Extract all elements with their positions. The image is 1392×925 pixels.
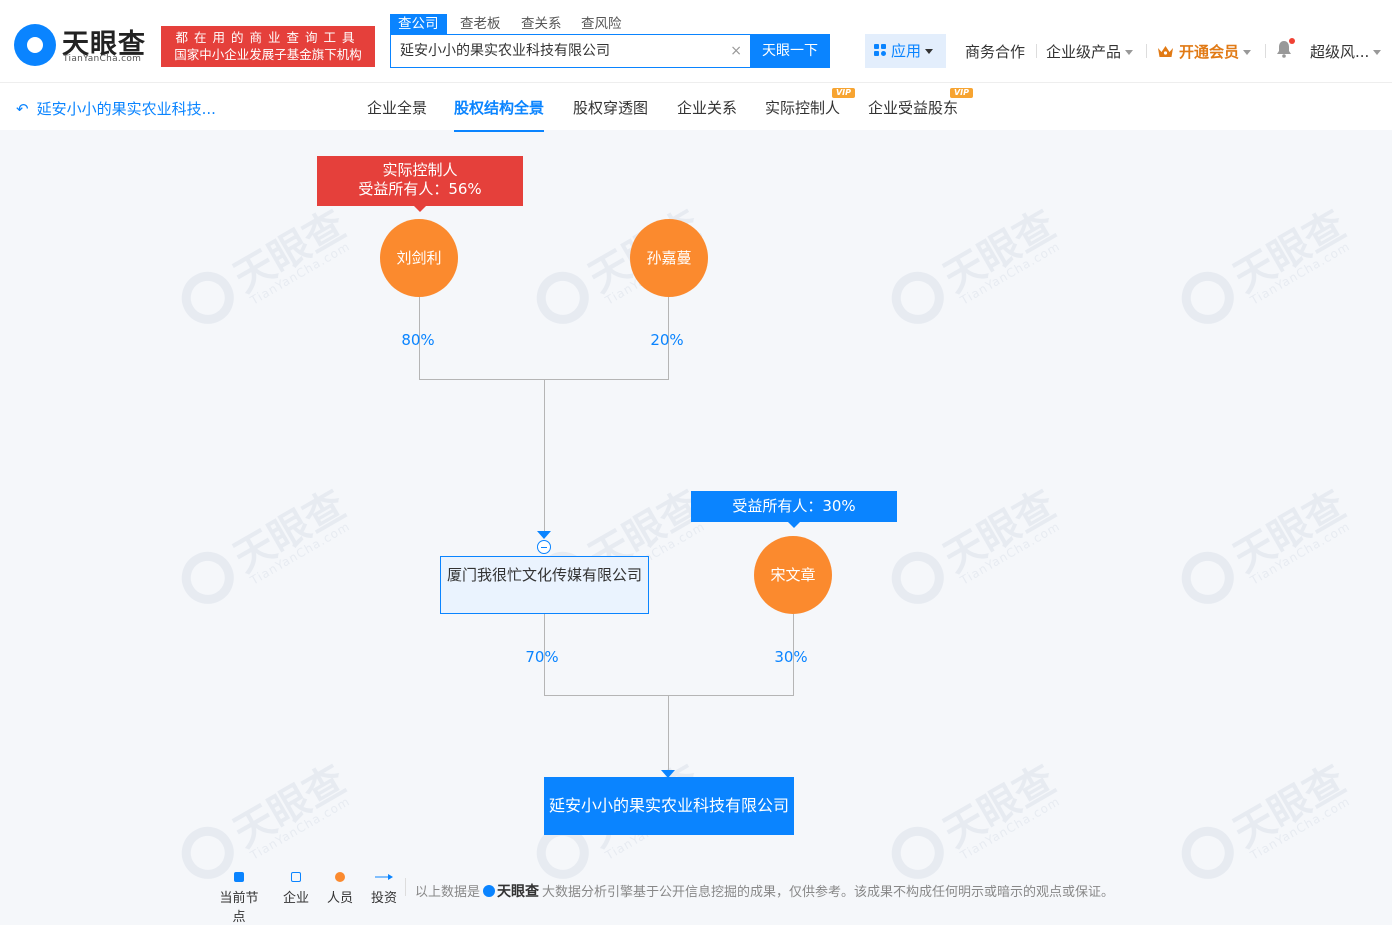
pct-xiamen: 70%: [525, 648, 559, 666]
controller-label: 实际控制人 受益所有人：56%: [317, 156, 523, 212]
crown-icon: [1158, 46, 1173, 57]
back-arrow-icon: ↶: [16, 100, 29, 118]
legend-investment: 投资: [359, 872, 409, 906]
disclaimer-logo-text: 天眼查: [497, 884, 540, 900]
edge-to-xiamen: [544, 379, 545, 531]
apps-menu-button[interactable]: 应用: [865, 34, 946, 68]
tab-equity-structure[interactable]: 股权结构全景: [454, 99, 545, 132]
slogan-line1: 都在用的商业查询工具: [175, 30, 361, 45]
notification-bell-icon[interactable]: [1276, 40, 1292, 58]
nav-enterprise-label: 企业级产品: [1046, 43, 1122, 61]
nav-divider: [1146, 44, 1147, 58]
slogan-line2: 国家中小企业发展子基金旗下机构: [174, 47, 362, 62]
legend-person: 人员: [315, 872, 365, 906]
nav-user-label: 超级风...: [1310, 43, 1370, 61]
nav-business[interactable]: 商务合作: [965, 43, 1026, 61]
arrow-to-xiamen: [537, 531, 551, 539]
nav-vip-label: 开通会员: [1179, 43, 1240, 61]
apps-grid-icon: [874, 44, 887, 57]
chevron-down-icon: [1373, 50, 1382, 55]
pct-song: 30%: [774, 648, 808, 666]
legend-current-label: 当前节点: [219, 891, 259, 925]
person-node-song[interactable]: 宋文章: [754, 536, 832, 614]
chevron-down-icon: [1243, 50, 1252, 55]
search-tab-boss[interactable]: 查老板: [460, 16, 501, 32]
disclaimer-logo: 天眼查: [483, 881, 539, 901]
legend-current-node: 当前节点: [214, 872, 264, 925]
edge-join-bottom: [544, 695, 794, 696]
pct-sun: 20%: [650, 331, 684, 349]
disclaimer-suffix: 大数据分析引擎基于公开信息挖掘的成果，仅供参考。该成果不构成任何明示或暗示的观点…: [542, 885, 1115, 900]
beneficial-owner-label: 受益所有人：30%: [691, 491, 897, 528]
back-label: 延安小小的果实农业科技...: [36, 100, 216, 118]
tab-overview[interactable]: 企业全景: [367, 99, 428, 117]
disclaimer-logo-icon: [483, 885, 496, 897]
nav-enterprise-products[interactable]: 企业级产品: [1046, 41, 1134, 62]
disclaimer: 以上数据是 天眼查大数据分析引擎基于公开信息挖掘的成果，仅供参考。该成果不构成任何…: [415, 881, 1114, 901]
search-button[interactable]: 天眼一下: [750, 34, 830, 68]
edge-song-down: [793, 614, 794, 696]
nav-divider: [1036, 44, 1037, 58]
pct-liu: 80%: [401, 331, 435, 349]
legend-current-swatch: [234, 872, 244, 882]
vip-badge: VIP: [949, 88, 974, 98]
legend-person-label: 人员: [326, 891, 353, 906]
person-node-sun[interactable]: 孙嘉蔓: [630, 219, 708, 297]
nav-user[interactable]: 超级风...: [1310, 41, 1382, 62]
controller-label-title: 实际控制人: [382, 161, 458, 179]
current-company-node[interactable]: 延安小小的果实农业科技有限公司: [544, 777, 794, 835]
tab-actual-controller-label: 实际控制人: [765, 99, 841, 117]
tab-beneficial-owners-label: 企业受益股东: [868, 99, 959, 117]
edge-liu: [419, 297, 420, 380]
notification-dot: [1289, 38, 1295, 44]
arrow-to-target: [661, 770, 675, 778]
chevron-down-icon: [1125, 50, 1134, 55]
legend-company-label: 企业: [282, 891, 309, 906]
legend-person-swatch: [335, 872, 345, 882]
search-tab-risk[interactable]: 查风险: [581, 16, 622, 32]
nav-divider: [1265, 44, 1266, 58]
site-logo[interactable]: 天眼查 TianYanCha.com: [14, 22, 154, 68]
controller-label-share: 受益所有人：56%: [358, 180, 482, 198]
apps-label: 应用: [891, 42, 922, 60]
logo-eye-icon: [14, 24, 56, 66]
collapse-toggle[interactable]: [537, 540, 551, 554]
legend-investment-label: 投资: [370, 891, 397, 906]
sub-navigation: ↶ 延安小小的果实农业科技... 企业全景 股权结构全景 股权穿透图 企业关系 实…: [0, 82, 1392, 132]
legend-company: 企业: [271, 872, 321, 906]
search-value: 延安小小的果实农业科技有限公司: [400, 43, 610, 59]
top-bar: 天眼查 TianYanCha.com 都在用的商业查询工具 国家中小企业发展子基…: [0, 0, 1392, 82]
search-input[interactable]: 延安小小的果实农业科技有限公司 ×: [390, 34, 751, 68]
edge-xiamen-down: [544, 613, 545, 696]
legend-company-swatch: [291, 872, 301, 882]
vip-badge: VIP: [831, 88, 856, 98]
clear-icon[interactable]: ×: [730, 43, 742, 59]
disclaimer-prefix: 以上数据是: [415, 885, 481, 900]
tab-enterprise-relations[interactable]: 企业关系: [677, 99, 738, 117]
logo-domain: TianYanCha.com: [63, 54, 142, 64]
edge-to-target: [668, 695, 669, 770]
logo-text: 天眼查: [62, 29, 146, 60]
tab-equity-penetration[interactable]: 股权穿透图: [573, 99, 649, 117]
person-node-liu[interactable]: 刘剑利: [380, 219, 458, 297]
legend-divider: [405, 878, 406, 896]
search-tab-company[interactable]: 查公司: [390, 14, 447, 34]
nav-vip[interactable]: 开通会员: [1157, 41, 1252, 62]
company-node-xiamen[interactable]: 厦门我很忙文化传媒有限公司: [440, 556, 649, 614]
legend-arrow-icon: [375, 874, 393, 880]
back-link[interactable]: ↶ 延安小小的果实农业科技...: [16, 98, 216, 119]
chevron-down-icon: [925, 49, 934, 54]
slogan-banner: 都在用的商业查询工具 国家中小企业发展子基金旗下机构: [161, 26, 375, 67]
search-tab-relation[interactable]: 查关系: [521, 16, 562, 32]
edge-sun: [668, 297, 669, 380]
